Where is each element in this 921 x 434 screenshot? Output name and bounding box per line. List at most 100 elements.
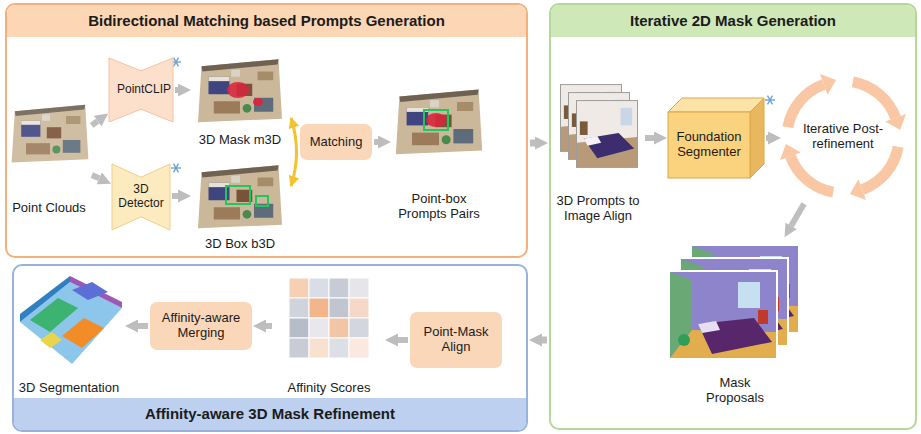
box-scene-part bbox=[226, 186, 250, 204]
node-text: 3D Prompts to Image Align bbox=[553, 194, 643, 224]
process-box: Point-Mask Align bbox=[410, 312, 502, 368]
point-cloud-scan bbox=[12, 105, 89, 163]
node-text: Iterative 2D Mask Generation bbox=[630, 12, 836, 29]
node-text: Iterative Post-refinement bbox=[802, 122, 885, 152]
prompt-pair-scene-part bbox=[424, 110, 448, 130]
node-text: 3D Detector bbox=[117, 183, 165, 211]
segmented-room-part bbox=[30, 298, 78, 332]
image-node: 3D Segmentation bbox=[14, 272, 124, 396]
panel-title-band: Iterative 2D Mask Generation bbox=[551, 5, 915, 37]
node-text: 3D Segmentation bbox=[19, 381, 119, 396]
snowflake-icon-part bbox=[768, 96, 773, 105]
node-text: PointCLIP bbox=[117, 83, 165, 97]
refine-cycle: Iterative Post-refinement bbox=[778, 72, 908, 202]
flow-arrow bbox=[138, 323, 148, 329]
stage-panel: Iterative 2D Mask Generation 3D Prompts t… bbox=[549, 3, 917, 430]
prompt-pair-scene-part bbox=[396, 89, 482, 154]
node-text: Mask Proposals bbox=[699, 376, 771, 406]
process-box: Matching bbox=[300, 124, 372, 160]
mask-scene-part bbox=[227, 82, 249, 98]
flow-arrow bbox=[530, 140, 535, 147]
flow-arrow bbox=[175, 87, 178, 93]
flow-arrow bbox=[374, 139, 378, 145]
flow-arrow bbox=[645, 135, 654, 141]
snowflake-icon-part bbox=[174, 58, 179, 67]
point-cloud-scan-part bbox=[12, 105, 89, 163]
snowflake-icon-part bbox=[768, 96, 773, 105]
flow-arrow bbox=[172, 193, 178, 199]
affinity-matrix-part bbox=[329, 278, 349, 298]
mask-proposal-stack bbox=[669, 245, 799, 359]
panel-title-band: Affinity-aware 3D Mask Refinement bbox=[14, 398, 526, 430]
mask-scene bbox=[198, 59, 282, 122]
flow-arrow bbox=[92, 175, 99, 178]
affinity-matrix-part bbox=[349, 338, 369, 358]
affinity-matrix-part bbox=[289, 338, 309, 358]
flow-arrow bbox=[791, 204, 804, 226]
cycle-arrow-head bbox=[885, 114, 906, 130]
node-text: 3D Box b3D bbox=[205, 237, 275, 252]
flow-arrow bbox=[766, 135, 768, 141]
mask-proposal-stack-part bbox=[669, 271, 777, 359]
snowflake-icon-part bbox=[174, 164, 179, 173]
affinity-matrix-part bbox=[289, 298, 309, 318]
segmented-room-part bbox=[20, 282, 122, 364]
flow-arrow bbox=[542, 337, 547, 344]
segmenter-cube: Foundation Segmenter bbox=[668, 98, 764, 178]
affinity-matrix-part bbox=[329, 338, 349, 358]
snowflake-icon-part bbox=[174, 58, 179, 67]
mask-scene-part bbox=[198, 59, 282, 122]
segmented-room bbox=[20, 276, 122, 364]
model-block: PointCLIP bbox=[109, 58, 173, 122]
image-node: 3D Box b3D bbox=[192, 156, 288, 252]
image-node: Affinity Scores bbox=[274, 272, 384, 396]
affinity-matrix-part bbox=[349, 278, 369, 298]
node-text: Bidirectional Matching based Prompts Gen… bbox=[88, 12, 445, 29]
node-text: Point Clouds bbox=[12, 201, 86, 216]
affinity-matrix-part bbox=[309, 338, 329, 358]
affinity-matrix-part bbox=[289, 278, 309, 298]
node-text: Affinity-aware Merging bbox=[155, 311, 247, 341]
cube-front bbox=[668, 112, 750, 178]
node-text: 3D Mask m3D bbox=[199, 133, 281, 148]
cycle-arrow-head bbox=[850, 179, 866, 200]
node-text: Matching bbox=[310, 135, 363, 150]
affinity-matrix-part bbox=[329, 298, 349, 318]
panel-title-band: Bidirectional Matching based Prompts Gen… bbox=[7, 5, 526, 37]
hourglass-shape bbox=[112, 164, 170, 230]
image-stack-part bbox=[576, 101, 637, 168]
image-node: Point-box Prompts Pairs bbox=[392, 76, 486, 222]
affinity-matrix-part bbox=[309, 278, 329, 298]
box-scene-part bbox=[198, 165, 282, 228]
flow-arrow bbox=[266, 323, 272, 329]
mask-scene-part bbox=[253, 98, 263, 106]
affinity-matrix-part bbox=[349, 318, 369, 338]
affinity-matrix-part bbox=[289, 318, 309, 338]
image-node: Mask Proposals bbox=[664, 238, 806, 406]
affinity-matrix-part bbox=[329, 318, 349, 338]
cycle-arrow-head bbox=[820, 74, 836, 95]
box-scene bbox=[198, 165, 282, 228]
node-text: Affinity Scores bbox=[288, 381, 371, 396]
cube-top bbox=[668, 98, 764, 112]
cycle-arc bbox=[853, 82, 896, 118]
hourglass-shape bbox=[109, 58, 173, 122]
stage-panel: Bidirectional Matching based Prompts Gen… bbox=[5, 3, 528, 258]
image-stack bbox=[560, 85, 637, 168]
snowflake-icon-part bbox=[174, 164, 179, 173]
affinity-matrix-part bbox=[349, 298, 369, 318]
cycle-arc bbox=[790, 156, 833, 192]
stage-panel: Affinity-aware 3D Mask Refinement Point-M… bbox=[12, 264, 528, 432]
affinity-matrix bbox=[289, 278, 369, 358]
segmented-room-part bbox=[70, 276, 122, 308]
flow-arrow bbox=[92, 121, 98, 125]
segmented-room-part bbox=[62, 318, 104, 348]
segmented-room-part bbox=[40, 332, 62, 348]
image-node: Point Clouds bbox=[8, 96, 90, 216]
flow-arrow bbox=[398, 337, 408, 343]
model-block: 3D Detector bbox=[112, 164, 170, 230]
match-arrow bbox=[291, 118, 297, 186]
box-scene-part bbox=[256, 196, 268, 206]
node-text: Foundation Segmenter bbox=[672, 130, 746, 160]
